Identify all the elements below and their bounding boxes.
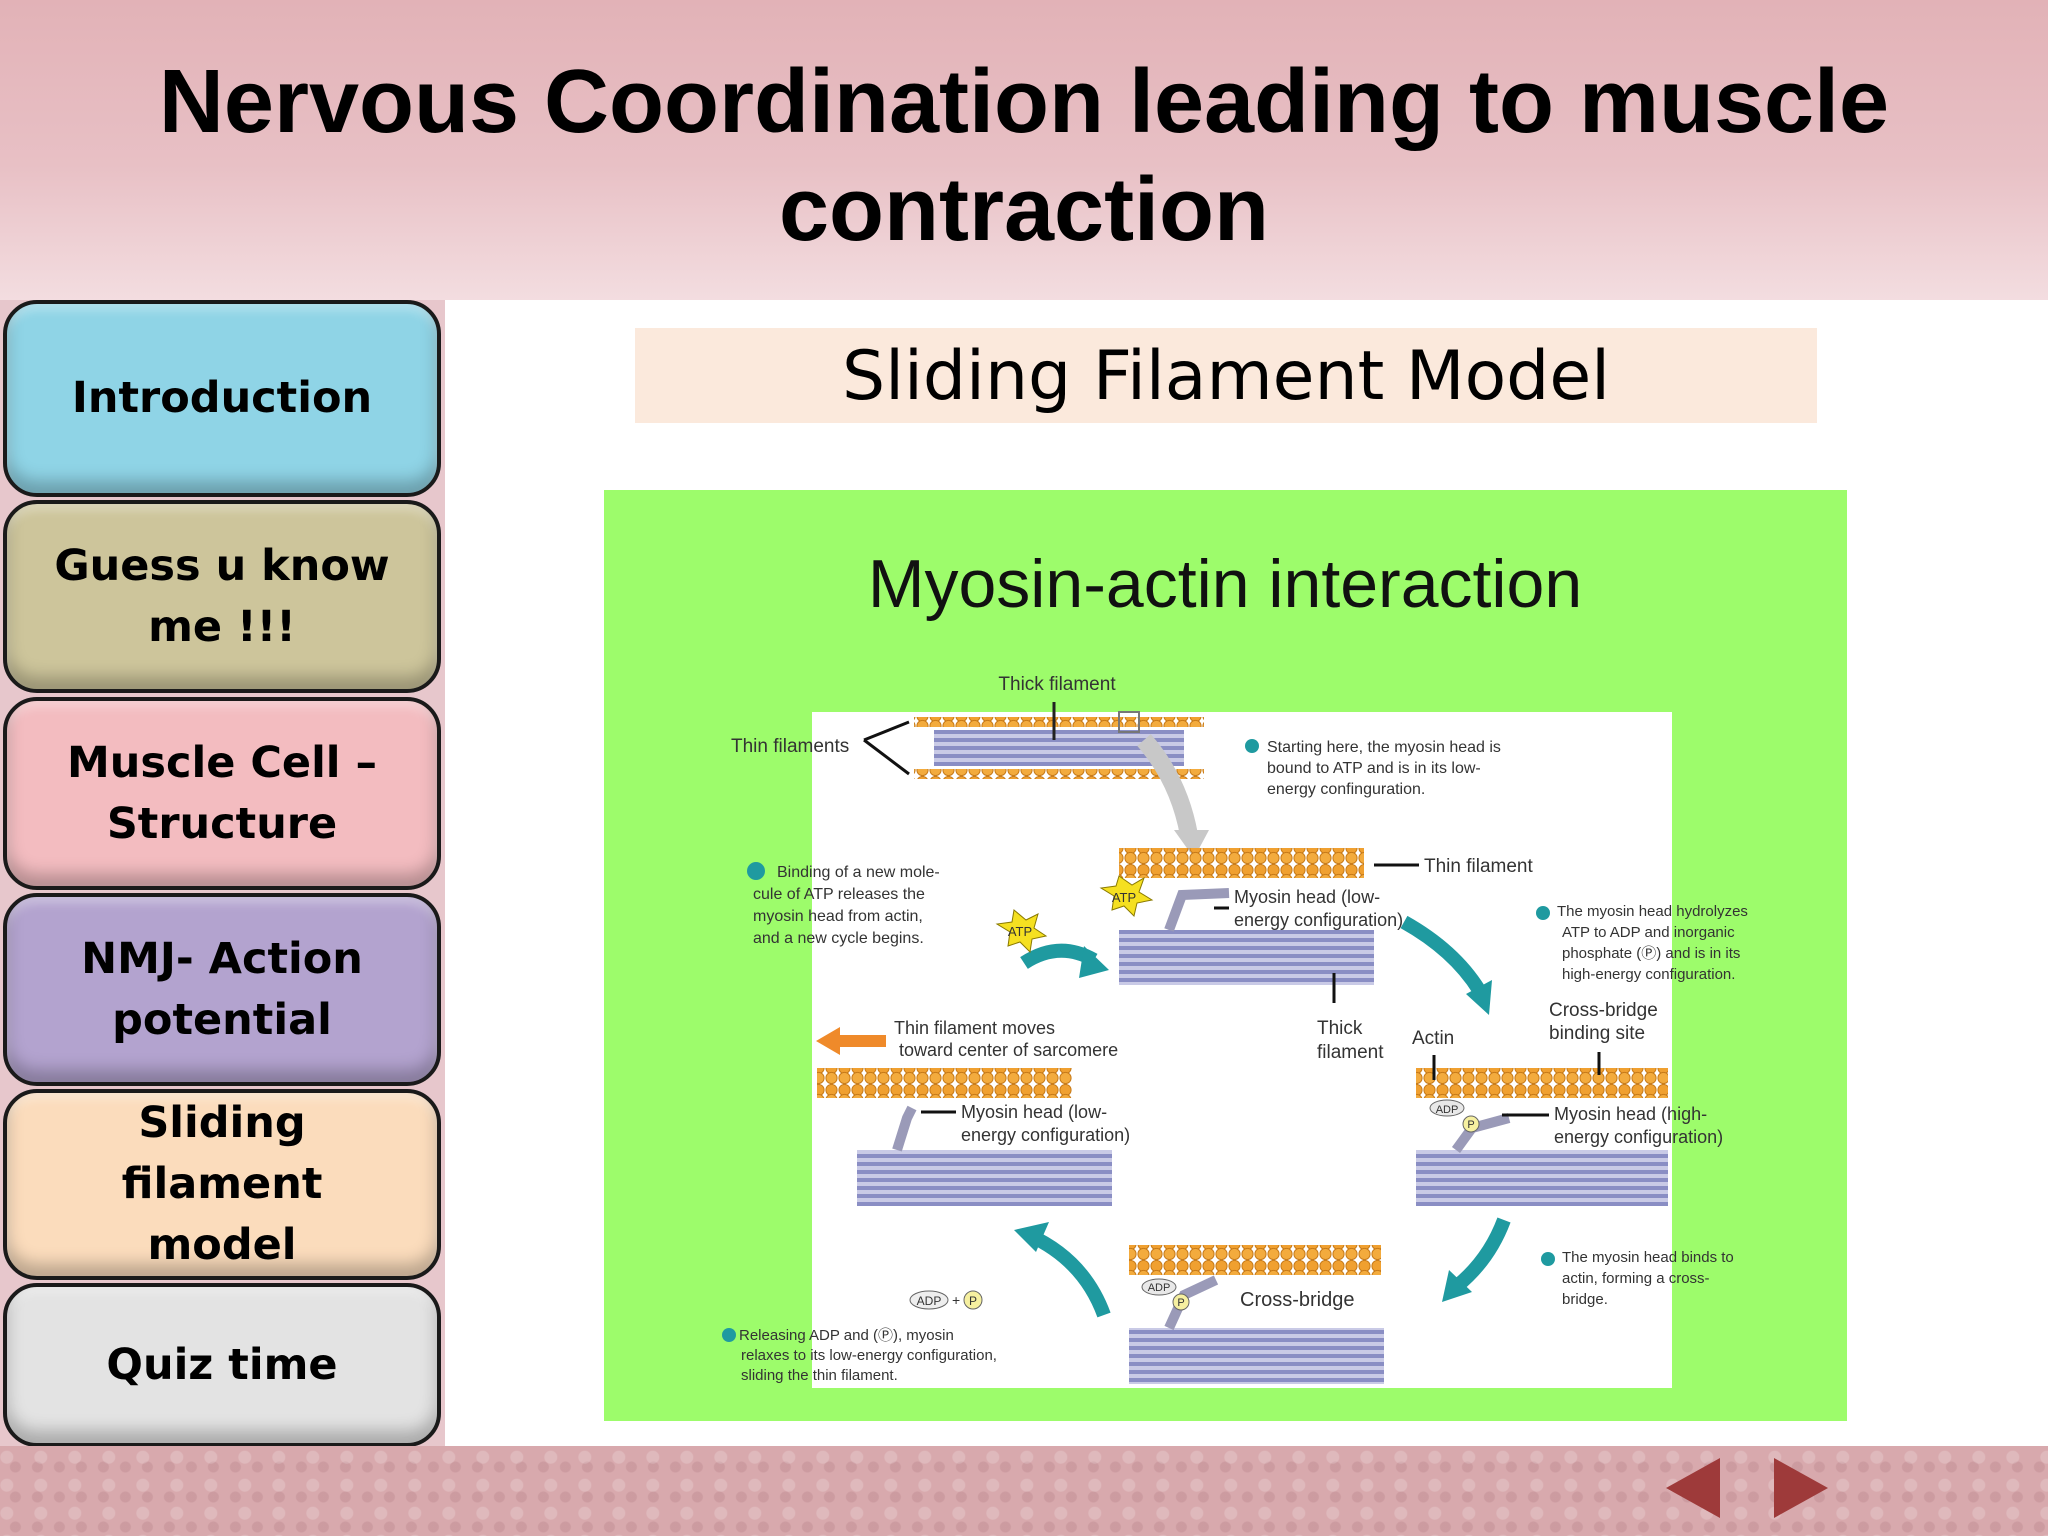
atp-burst-left xyxy=(995,909,1048,954)
label-thin-filament: Thin filament xyxy=(1424,856,1533,877)
nav-button-introduction[interactable]: Introduction xyxy=(3,300,441,497)
released-adp xyxy=(909,1290,949,1310)
slide-subtitle: Sliding Filament Model xyxy=(841,337,1611,416)
plus-sign: + xyxy=(952,1292,960,1308)
label-thick-filament: Thick filament xyxy=(998,674,1116,695)
step-2-badge xyxy=(1536,906,1550,920)
atp-label-stage-a: ATP xyxy=(1112,890,1136,905)
nav-button-quiz[interactable]: Quiz time xyxy=(3,1283,441,1447)
cycle-arrow-5-head xyxy=(1079,946,1109,978)
step-4-badge xyxy=(722,1328,736,1342)
nav-label: NMJ- Action potential xyxy=(81,933,363,1045)
stage-cross-bridge xyxy=(1129,1245,1384,1384)
cycle-arrow-2-head xyxy=(1466,980,1492,1015)
label-cross-bridge-site: Cross-bridge binding site xyxy=(1549,1000,1663,1044)
previous-slide-button[interactable] xyxy=(1664,1456,1722,1520)
step-1-text: Starting here, the myosin head is bound … xyxy=(1267,739,1505,798)
subtitle-box: Sliding Filament Model xyxy=(635,328,1817,423)
label-actin: Actin xyxy=(1412,1028,1454,1049)
slide-header: Nervous Coordination leading to muscle c… xyxy=(0,0,2048,300)
slide-direction-arrow xyxy=(816,1027,886,1055)
p-label-stage-c: P xyxy=(1177,1297,1184,1309)
next-slide-button[interactable] xyxy=(1772,1456,1830,1520)
step-5-text: Binding of a new mole- cule of ATP relea… xyxy=(753,864,944,947)
slide-footer xyxy=(0,1446,2048,1536)
label-cross-bridge: Cross-bridge xyxy=(1240,1289,1354,1311)
nav-button-guess[interactable]: Guess u know me !!! xyxy=(3,500,441,693)
nav-button-nmj[interactable]: NMJ- Action potential xyxy=(3,893,441,1086)
label-myosin-low-a: Myosin head (low- energy configuration) xyxy=(1234,887,1403,930)
label-thin-moves: Thin filament moves toward center of sar… xyxy=(894,1018,1118,1060)
stage-filament-slides xyxy=(817,1068,1112,1206)
diagram-title: Myosin-actin interaction xyxy=(868,546,1582,622)
released-phosphate xyxy=(963,1290,983,1310)
step-3-text: The myosin head binds to actin, forming … xyxy=(1562,1249,1738,1308)
cycle-arrow-2 xyxy=(1400,915,1485,994)
cycle-arrow-3 xyxy=(1452,1217,1511,1292)
label-myosin-high: Myosin head (high- energy configuration) xyxy=(1554,1104,1723,1147)
step-2-text: The myosin head hydrolyzes ATP to ADP an… xyxy=(1557,903,1752,983)
right-triangle-icon xyxy=(1774,1458,1828,1518)
adp-label-stage-b: ADP xyxy=(1436,1104,1459,1116)
label-thick-a: Thick filament xyxy=(1317,1018,1384,1063)
nav-label: Introduction xyxy=(71,373,373,423)
label-thin-filaments: Thin filaments xyxy=(731,736,849,757)
nav-label: Sliding filament model xyxy=(121,1098,323,1270)
step-4-text: Releasing ADP and (Ⓟ), myosin relaxes to… xyxy=(739,1327,1001,1384)
nav-label: Muscle Cell – Structure xyxy=(66,737,378,849)
stage-high-energy xyxy=(1416,1068,1668,1206)
nav-button-sliding-filament[interactable]: Sliding filament model xyxy=(3,1089,441,1280)
adp-label-stage-c: ADP xyxy=(1148,1282,1171,1294)
label-myosin-low-d: Myosin head (low- energy configuration) xyxy=(961,1102,1130,1145)
step-3-badge xyxy=(1541,1252,1555,1266)
cycle-arrow-4-head xyxy=(1014,1222,1049,1252)
step-1-badge xyxy=(1245,739,1259,753)
diagram-panel xyxy=(812,712,1672,1388)
nav-button-muscle-cell[interactable]: Muscle Cell – Structure xyxy=(3,697,441,890)
zoom-arrow-head xyxy=(1174,830,1209,858)
sarcomere-overview xyxy=(863,702,1204,779)
p-label-stage-b: P xyxy=(1467,1119,1474,1131)
nav-label: Quiz time xyxy=(106,1339,338,1390)
cycle-arrow-3-head xyxy=(1442,1270,1472,1302)
slide-title: Nervous Coordination leading to muscle c… xyxy=(158,52,1890,260)
zoom-arrow xyxy=(1137,734,1198,837)
adp-label-released: ADP xyxy=(917,1294,942,1308)
left-triangle-icon xyxy=(1666,1458,1720,1518)
atp-label-left: ATP xyxy=(1008,924,1032,939)
stage-low-energy-atp xyxy=(1099,848,1374,985)
step-5-badge xyxy=(747,862,765,880)
nav-label: Guess u know me !!! xyxy=(54,540,390,652)
p-label-released: P xyxy=(969,1294,977,1308)
myosin-actin-diagram: Myosin-actin interaction Thick filament … xyxy=(604,490,1847,1421)
